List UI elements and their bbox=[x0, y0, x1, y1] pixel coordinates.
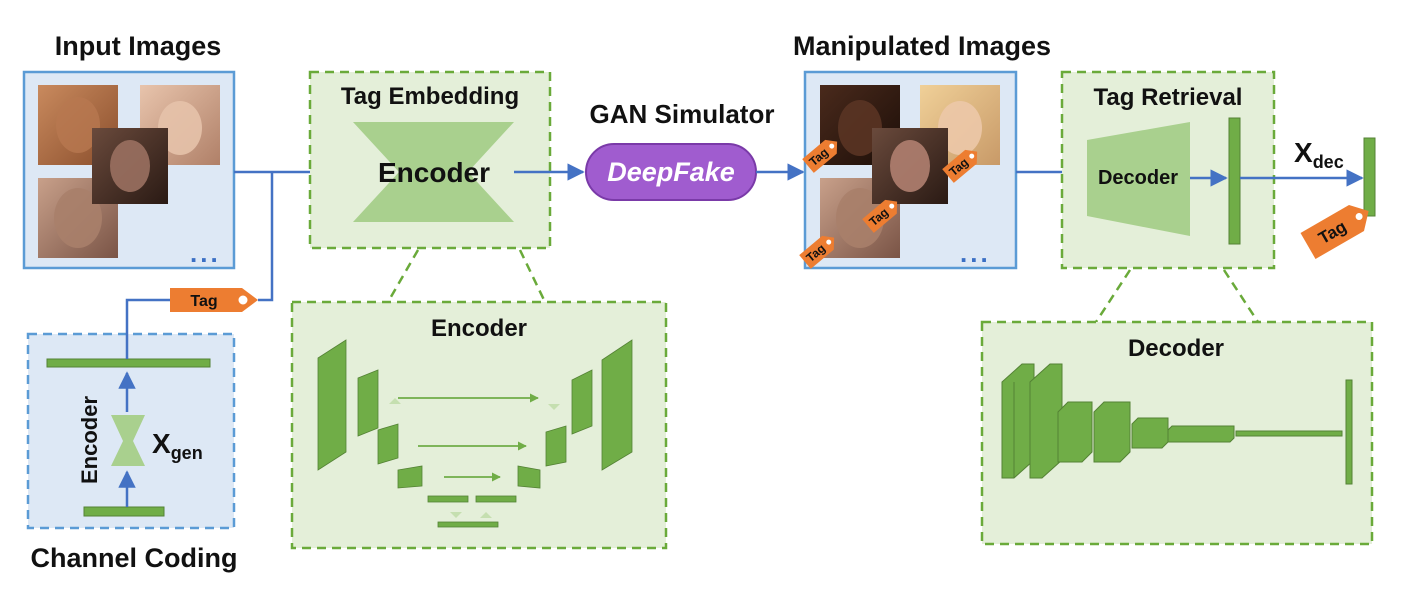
xdec-label: Xdec bbox=[1294, 137, 1344, 172]
unet-block bbox=[437, 521, 499, 528]
channel-encoder-label: Encoder bbox=[77, 396, 102, 484]
decoder-layers bbox=[1001, 363, 1353, 485]
unet-block bbox=[427, 495, 469, 503]
tag-badge-small: Tag bbox=[942, 149, 978, 183]
decoder-layer bbox=[1057, 401, 1093, 463]
unet-block bbox=[357, 369, 379, 437]
input-face-thumbnails bbox=[38, 85, 220, 258]
tag-badge-small: Tag bbox=[802, 139, 838, 173]
tag-retrieval-decoder-shape bbox=[1087, 122, 1190, 236]
xgen-label: Xgen bbox=[152, 428, 203, 463]
output-vector-bar bbox=[1363, 137, 1376, 217]
message-vector-bar bbox=[83, 506, 165, 517]
decoder-layer bbox=[1029, 363, 1063, 479]
tag-retrieval-title: Tag Retrieval bbox=[1094, 84, 1243, 111]
svg-text:Tag: Tag bbox=[190, 293, 217, 310]
unet-block bbox=[517, 465, 541, 489]
input-images-title: Input Images bbox=[55, 31, 222, 61]
tag-connector-line bbox=[258, 172, 274, 302]
decoder-layer bbox=[1093, 401, 1131, 463]
decoder-layer bbox=[1167, 425, 1235, 443]
code-to-tag-line bbox=[125, 298, 170, 359]
face-tags: Tag Tag Tag Tag bbox=[799, 139, 978, 269]
unet-diagram bbox=[317, 339, 633, 528]
gan-simulator-title: GAN Simulator bbox=[590, 99, 775, 129]
zoom-line-left bbox=[1094, 269, 1132, 323]
zoom-line-right bbox=[1222, 269, 1260, 323]
code-vector-bar bbox=[46, 358, 211, 368]
tag-badge-small: Tag bbox=[799, 235, 835, 269]
unet-block bbox=[571, 369, 593, 435]
tag-badge-small: Tag bbox=[862, 199, 898, 233]
unet-block bbox=[397, 465, 423, 489]
tag-badge-channel: Tag bbox=[170, 288, 258, 312]
deepfake-label: DeepFake bbox=[607, 157, 735, 187]
unet-block bbox=[475, 495, 517, 503]
manipulated-face-thumbnails bbox=[820, 85, 1000, 258]
tag-embedding-encoder-shape bbox=[353, 122, 514, 222]
channel-encoder-shape bbox=[111, 415, 145, 466]
decoder-layer bbox=[1235, 430, 1343, 437]
unet-block bbox=[545, 425, 567, 467]
manipulated-images-title: Manipulated Images bbox=[793, 31, 1051, 61]
tag-embedding-title: Tag Embedding bbox=[341, 83, 519, 110]
manipulated-ellipsis: ... bbox=[960, 238, 991, 268]
decoder-layer bbox=[1131, 417, 1169, 449]
zoom-line-left bbox=[386, 249, 420, 303]
input-ellipsis: ... bbox=[190, 238, 221, 268]
tag-embedding-encoder-label: Encoder bbox=[378, 157, 490, 188]
zoom-line-right bbox=[518, 249, 547, 303]
tag-retrieval-decoder-label: Decoder bbox=[1098, 167, 1178, 189]
decoder-detail-title: Decoder bbox=[1128, 335, 1224, 362]
unet-block bbox=[601, 339, 633, 471]
retrieved-vector-bar bbox=[1228, 117, 1241, 245]
encoder-detail-title: Encoder bbox=[431, 315, 527, 342]
unet-block bbox=[317, 339, 347, 471]
decoder-layer bbox=[1001, 363, 1035, 479]
channel-coding-title: Channel Coding bbox=[31, 543, 238, 573]
decoder-layer bbox=[1345, 379, 1353, 485]
unet-block bbox=[377, 423, 399, 465]
